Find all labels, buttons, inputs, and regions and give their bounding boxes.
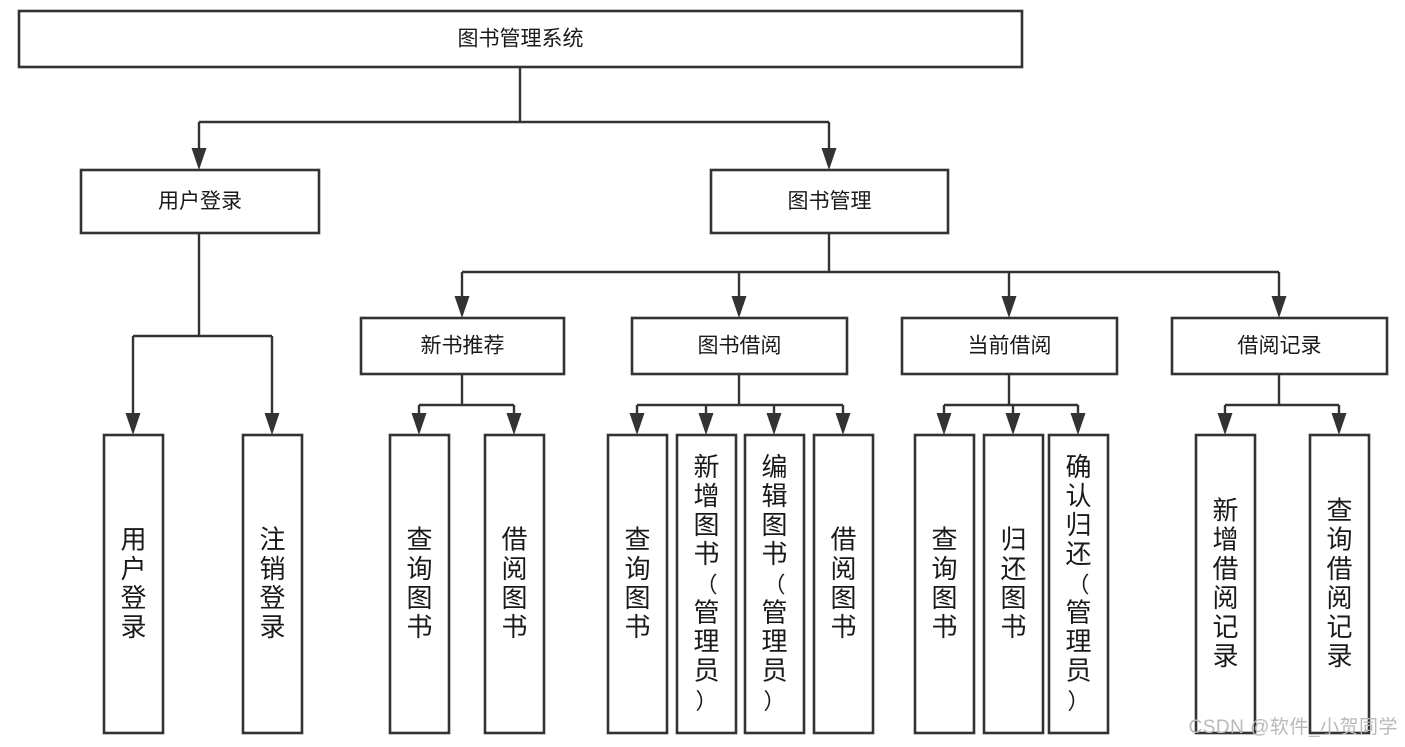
node-box[interactable]: [1194, 433, 1257, 735]
node-box[interactable]: [812, 433, 875, 735]
node-label: 图书管理系统: [458, 28, 584, 51]
node-label: 图书管理: [788, 190, 872, 213]
node-current-borrow[interactable]: 当前借阅: [900, 316, 1119, 376]
nodes-layer: 图书管理系统用户登录图书管理新书推荐图书借阅当前借阅借阅记录用户登录注销登录查询…: [17, 9, 1389, 735]
node-box[interactable]: [900, 316, 1119, 376]
node-box[interactable]: [709, 168, 950, 235]
node-box[interactable]: [630, 316, 849, 376]
node-leaf-return-book[interactable]: 归还图书: [982, 433, 1045, 735]
arrow-head-icon: [264, 413, 280, 435]
arrow-head-icon: [454, 296, 470, 318]
node-label: 新增图书（管理员）: [693, 452, 719, 714]
node-label: 当前借阅: [968, 335, 1052, 358]
node-label: 用户登录: [120, 525, 146, 642]
node-leaf-borrow-book-1[interactable]: 借阅图书: [483, 433, 546, 735]
node-leaf-edit-book[interactable]: 编辑图书（管理员）: [743, 433, 806, 735]
arrow-head-icon: [731, 296, 747, 318]
node-box[interactable]: [79, 168, 321, 235]
node-box[interactable]: [743, 433, 806, 735]
node-book-manage[interactable]: 图书管理: [709, 168, 950, 235]
arrow-head-icon: [1005, 413, 1021, 435]
node-box[interactable]: [982, 433, 1045, 735]
arrow-head-icon: [835, 413, 851, 435]
node-leaf-add-book[interactable]: 新增图书（管理员）: [675, 433, 738, 735]
node-label: 编辑图书（管理员）: [761, 452, 787, 714]
node-label: 借阅图书: [501, 525, 527, 642]
node-leaf-query-book-3[interactable]: 查询图书: [913, 433, 976, 735]
node-label: 查询图书: [931, 525, 957, 642]
node-new-book-rec[interactable]: 新书推荐: [359, 316, 566, 376]
arrow-head-icon: [629, 413, 645, 435]
node-label: 查询图书: [624, 525, 650, 642]
node-leaf-borrow-book-2[interactable]: 借阅图书: [812, 433, 875, 735]
arrow-head-icon: [125, 413, 141, 435]
node-box[interactable]: [388, 433, 451, 735]
arrow-head-icon: [1070, 413, 1086, 435]
node-user-login[interactable]: 用户登录: [79, 168, 321, 235]
node-leaf-add-record[interactable]: 新增借阅记录: [1194, 433, 1257, 735]
node-leaf-query-record[interactable]: 查询借阅记录: [1308, 433, 1371, 735]
node-leaf-user-login[interactable]: 用户登录: [102, 433, 165, 735]
connectors-layer: [125, 67, 1347, 435]
node-box[interactable]: [483, 433, 546, 735]
arrow-head-icon: [1001, 296, 1017, 318]
node-box[interactable]: [675, 433, 738, 735]
node-box[interactable]: [359, 316, 566, 376]
csdn-watermark: CSDN @软件_小贺同学: [1189, 716, 1398, 738]
arrow-head-icon: [506, 413, 522, 435]
node-box[interactable]: [1308, 433, 1371, 735]
node-leaf-query-book-2[interactable]: 查询图书: [606, 433, 669, 735]
node-leaf-confirm-return[interactable]: 确认归还（管理员）: [1047, 433, 1110, 735]
node-borrow-record[interactable]: 借阅记录: [1170, 316, 1389, 376]
node-leaf-logout[interactable]: 注销登录: [241, 433, 304, 735]
node-box[interactable]: [913, 433, 976, 735]
node-label: 借阅记录: [1238, 335, 1322, 358]
node-label: 新书推荐: [421, 335, 505, 358]
node-leaf-query-book-1[interactable]: 查询图书: [388, 433, 451, 735]
node-label: 注销登录: [259, 525, 285, 642]
arrow-head-icon: [411, 413, 427, 435]
node-label: 图书借阅: [698, 335, 782, 358]
node-label: 查询借阅记录: [1326, 496, 1352, 672]
node-book-borrow[interactable]: 图书借阅: [630, 316, 849, 376]
arrow-head-icon: [1331, 413, 1347, 435]
node-label: 用户登录: [158, 190, 242, 213]
arrow-head-icon: [766, 413, 782, 435]
node-label: 查询图书: [406, 525, 432, 642]
arrow-head-icon: [936, 413, 952, 435]
node-box[interactable]: [241, 433, 304, 735]
node-box[interactable]: [1047, 433, 1110, 735]
node-root[interactable]: 图书管理系统: [17, 9, 1024, 69]
arrow-head-icon: [1217, 413, 1233, 435]
arrow-head-icon: [191, 148, 207, 170]
node-label: 新增借阅记录: [1212, 496, 1238, 672]
node-label: 归还图书: [1000, 525, 1026, 642]
node-label: 借阅图书: [830, 525, 856, 642]
arrow-head-icon: [1271, 296, 1287, 318]
node-label: 确认归还（管理员）: [1065, 452, 1091, 714]
node-box[interactable]: [17, 9, 1024, 69]
node-box[interactable]: [606, 433, 669, 735]
arrow-head-icon: [821, 148, 837, 170]
node-box[interactable]: [1170, 316, 1389, 376]
node-box[interactable]: [102, 433, 165, 735]
arrow-head-icon: [698, 413, 714, 435]
